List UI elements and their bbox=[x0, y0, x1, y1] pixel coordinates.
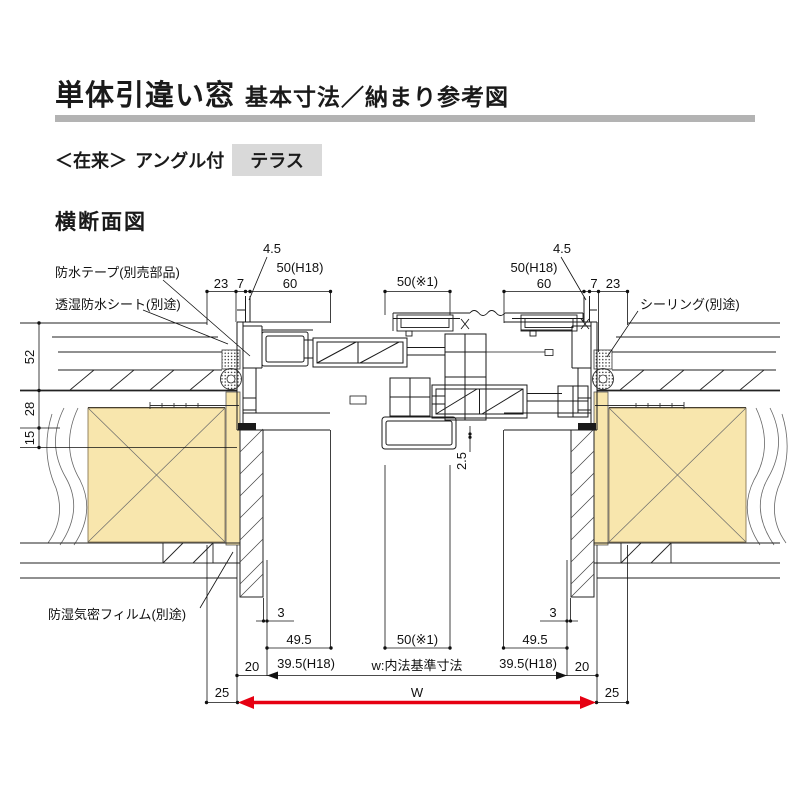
dimension-lines bbox=[20, 256, 639, 703]
title-underline bbox=[55, 115, 755, 122]
furring-strip-right bbox=[593, 391, 609, 546]
dim-50h18-top-right: 50(H18) bbox=[511, 260, 558, 275]
dim-49-5-right: 49.5 bbox=[522, 632, 547, 647]
angle-label: アングル付 bbox=[135, 151, 225, 171]
dim-3-right: 3 bbox=[549, 605, 556, 620]
dimension-labels: 23 7 4.5 50(H18) 60 50(※1) 50(H18) 60 4.… bbox=[22, 241, 620, 700]
callout-film: 防湿気密フィルム(別途) bbox=[48, 607, 186, 622]
callout-labels: 防水テープ(別売部品) 透湿防水シート(別途) シーリング(別途) 防湿気密フィ… bbox=[48, 265, 740, 622]
window-frame bbox=[236, 296, 598, 450]
dim-60-right: 60 bbox=[537, 276, 551, 291]
dim-28-vertical: 28 bbox=[22, 402, 37, 416]
title-main: 単体引違い窓 bbox=[55, 80, 236, 112]
dim-20-left: 20 bbox=[245, 659, 259, 674]
terrace-badge: テラス bbox=[232, 144, 322, 176]
insulation-right bbox=[746, 407, 788, 546]
interior-casing-right bbox=[570, 423, 596, 598]
wood-post-right bbox=[608, 407, 747, 543]
dim-39-5-left: 39.5(H18) bbox=[277, 656, 335, 671]
dim-23-left: 23 bbox=[214, 276, 228, 291]
screw-left bbox=[149, 402, 239, 409]
exterior-sash bbox=[349, 377, 589, 450]
dim-23-right: 23 bbox=[606, 276, 620, 291]
dim-50h18-top-left: 50(H18) bbox=[277, 260, 324, 275]
dim-49-5-left: 49.5 bbox=[286, 632, 311, 647]
dim-39-5-right: 39.5(H18) bbox=[499, 656, 557, 671]
variant-label: ＜在来＞ bbox=[55, 151, 127, 171]
dim-3-left: 3 bbox=[277, 605, 284, 620]
sealing-right bbox=[592, 349, 614, 390]
dim-50-bottom-center: 50(※1) bbox=[397, 632, 438, 647]
title-sub: 基本寸法／納まり参考図 bbox=[245, 84, 510, 110]
dim-15-vertical: 15 bbox=[22, 431, 37, 445]
exterior-sash-rail bbox=[392, 310, 590, 337]
dim-60-left: 60 bbox=[283, 276, 297, 291]
sealing-left bbox=[220, 349, 242, 390]
dim-7-left: 7 bbox=[237, 276, 244, 291]
page-title: 単体引違い窓基本寸法／納まり参考図 bbox=[55, 72, 509, 114]
dim-25-right: 25 bbox=[605, 685, 619, 700]
dimension-ticks bbox=[37, 289, 630, 705]
dim-4-5-left: 4.5 bbox=[263, 241, 281, 256]
dim-25-left: 25 bbox=[215, 685, 229, 700]
furring-strip-left bbox=[225, 391, 241, 546]
dim-4-5-right: 4.5 bbox=[553, 241, 571, 256]
interior-sash bbox=[261, 331, 554, 421]
insulation-left bbox=[46, 407, 88, 546]
right-jamb bbox=[504, 296, 598, 431]
w-arrow bbox=[238, 696, 596, 709]
callout-sheet: 透湿防水シート(別途) bbox=[55, 297, 181, 312]
screw-right bbox=[595, 402, 685, 409]
right-wall bbox=[570, 322, 788, 598]
dim-2-5-center: 2.5 bbox=[454, 452, 469, 470]
dim-50-top-center: 50(※1) bbox=[397, 274, 438, 289]
dim-20-right: 20 bbox=[575, 659, 589, 674]
left-jamb bbox=[236, 296, 330, 431]
dim-52-vertical: 52 bbox=[22, 350, 37, 364]
subtitle-row: ＜在来＞ アングル付 テラス bbox=[55, 144, 322, 176]
section-label: 横断面図 bbox=[55, 211, 147, 234]
wood-post-left bbox=[87, 407, 226, 543]
dim-7-right: 7 bbox=[590, 276, 597, 291]
left-wall bbox=[20, 322, 264, 598]
dim-w-label: W bbox=[411, 685, 424, 700]
dim-w-naiho: w:内法基準寸法 bbox=[370, 658, 462, 673]
callout-tape: 防水テープ(別売部品) bbox=[55, 265, 180, 280]
callout-sealing: シーリング(別途) bbox=[640, 297, 740, 312]
interior-casing-left bbox=[238, 423, 264, 598]
